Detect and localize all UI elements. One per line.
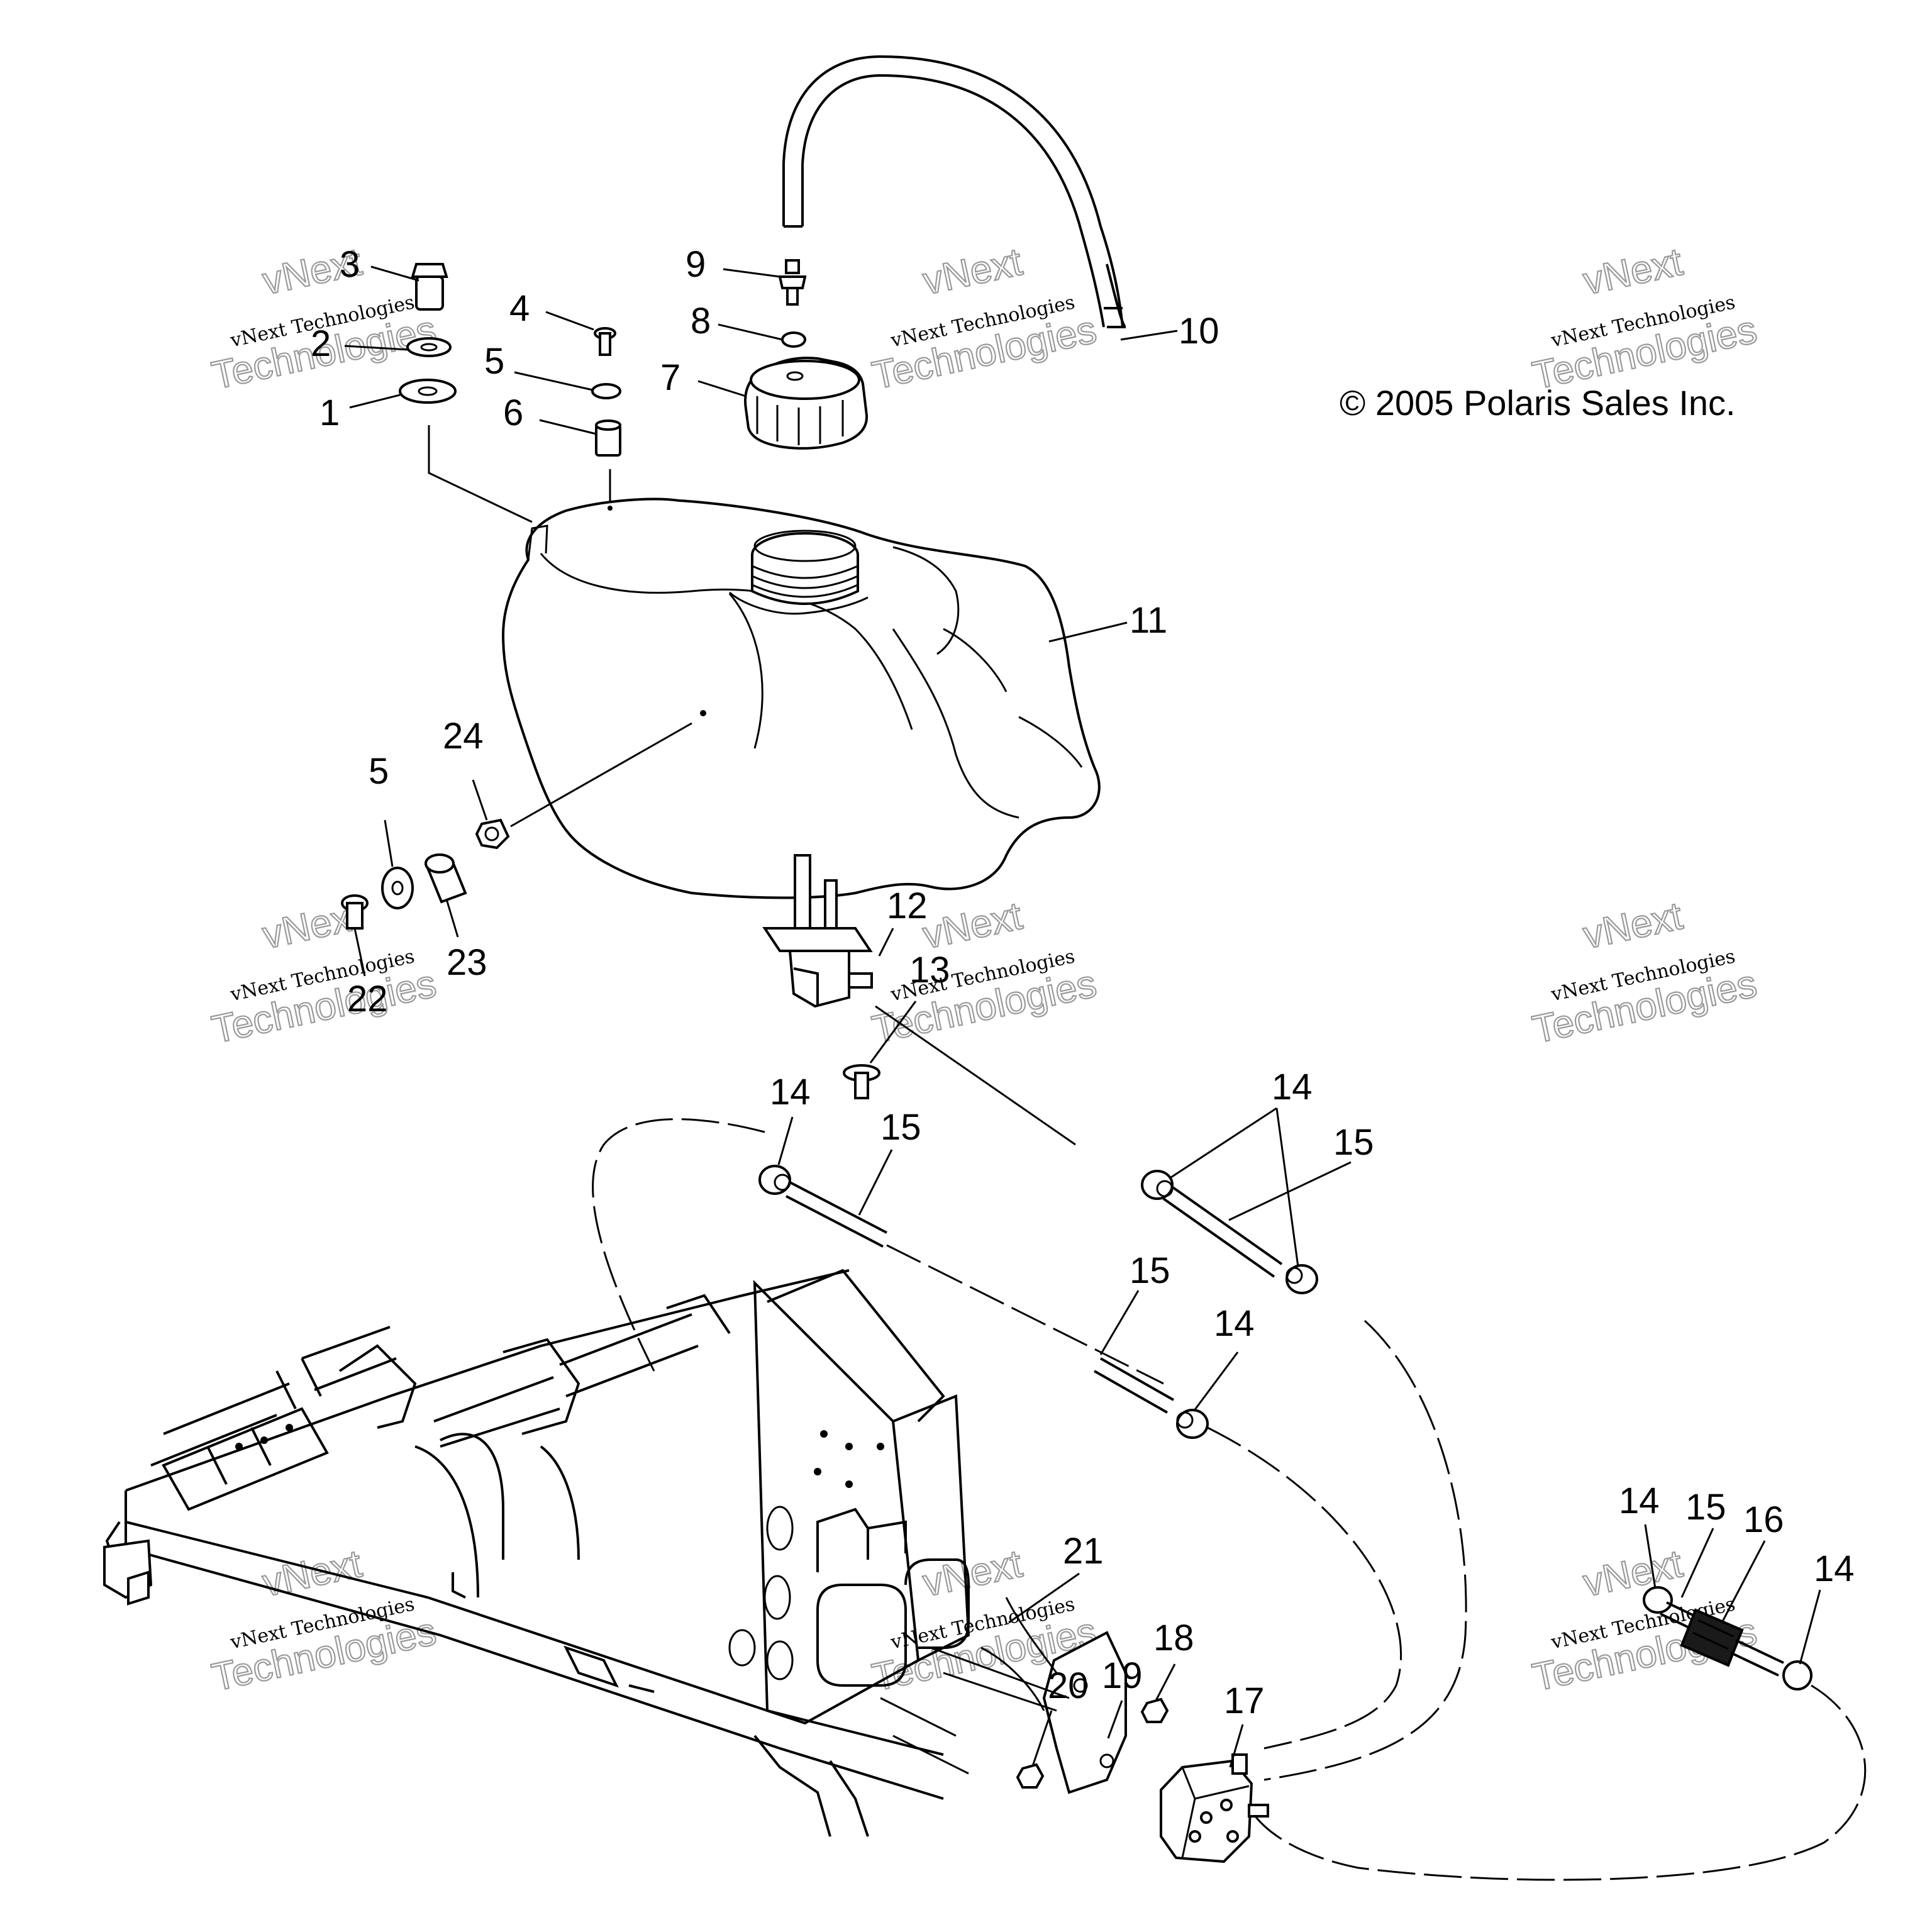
callout-17: 17 [1224,1680,1265,1721]
callout-3: 3 [340,244,360,285]
callout-16: 16 [1743,1499,1784,1540]
svg-text:vNext: vNext [1580,894,1686,957]
vehicle-frame [103,1269,1070,1837]
assembly-line-1 [428,425,533,523]
watermark-top-right: vNext vNext Technologies Technologies [1528,240,1762,399]
washer-part-2 [406,337,452,357]
callout-8: 8 [691,301,711,341]
grommet-part-8 [781,331,806,348]
clamp-part-14-b [1141,1170,1174,1200]
callout-1: 1 [319,392,340,433]
callout-13: 13 [909,950,950,991]
callout-7: 7 [660,357,680,398]
clamp-part-14-d [1643,1586,1673,1614]
bolt-part-22 [341,894,369,930]
callout-14-b: 14 [1272,1067,1313,1108]
svg-text:vNext: vNext [1580,240,1686,303]
bushing-part-23 [425,853,467,904]
bolt-part-3 [411,263,448,311]
callout-15-d: 15 [1685,1487,1726,1528]
callout-14-d: 14 [1619,1480,1660,1521]
vent-valve-part-9 [778,259,807,306]
callout-14-e: 14 [1814,1548,1855,1589]
watermark-mid-right: vNext vNext Technologies Technologies [1528,894,1762,1053]
callout-5-top: 5 [484,341,504,382]
fuel-tank-part-11 [501,497,1101,899]
washer-part-5-rear [381,867,414,909]
fuel-line-right-loop [1263,1319,1467,1781]
screw-part-18 [1140,1697,1169,1723]
callout-23: 23 [447,942,487,983]
svg-text:vNext: vNext [919,894,1026,957]
clamp-part-14-b2 [1285,1264,1318,1294]
fuel-line-to-pump [1207,1426,1402,1750]
callout-12: 12 [887,886,928,926]
clamp-part-14-c [1176,1409,1209,1439]
callout-10: 10 [1179,311,1219,352]
fuel-filter-part-16 [1680,1608,1744,1667]
fuel-line-left-loop [592,1118,765,1372]
hose-part-15-b [1162,1185,1283,1278]
callout-9: 9 [686,244,706,285]
svg-text:vNext: vNext [919,1542,1026,1605]
assembly-line-24 [510,722,692,828]
fuel-pump-part-17 [1160,1753,1269,1863]
callout-14-c: 14 [1214,1303,1255,1344]
svg-text:vNext: vNext [919,240,1026,303]
vent-hose [782,55,1127,328]
nut-part-20 [1016,1763,1045,1789]
callout-14-a: 14 [770,1072,811,1113]
assembly-line-12 [875,1005,1076,1146]
fuel-valve-part-12 [762,854,873,1008]
hose-part-15-c [1094,1357,1174,1414]
copyright-notice: © 2005 Polaris Sales Inc. [1340,383,1736,423]
leader-lines [344,265,1821,1768]
callout-labels: 3 2 1 4 5 6 9 8 7 10 11 24 5 23 22 12 13… [311,244,1855,1721]
callout-19: 19 [1102,1655,1143,1696]
washer-part-1 [399,379,457,404]
fuel-cap-part-7 [744,357,869,450]
watermark-top-center: vNext vNext Technologies Technologies [868,240,1101,399]
hose-part-15-e [1730,1639,1784,1677]
callout-11: 11 [1130,600,1167,641]
bracket-part-19 [1042,1631,1127,1794]
hose-part-15-a [786,1181,887,1248]
callout-24: 24 [443,716,484,757]
callout-2: 2 [311,323,331,364]
callout-18: 18 [1153,1618,1194,1658]
clamp-part-14-a [758,1165,791,1195]
callout-20: 20 [1048,1665,1089,1706]
callout-15-c: 15 [1130,1250,1170,1291]
watermark-bottom-left: vNext vNext Technologies Technologies [208,1541,441,1701]
spacer-part-6 [595,419,621,457]
callout-4: 4 [509,288,530,329]
callout-15-b: 15 [1333,1122,1374,1163]
callout-6: 6 [503,392,523,433]
screw-part-13 [843,1064,880,1099]
callout-22: 22 [347,979,388,1019]
watermark-top-left: vNext vNext Technologies Technologies [208,240,441,399]
nut-part-24 [475,818,510,850]
callout-21: 21 [1063,1531,1104,1572]
callout-15-a: 15 [880,1107,921,1148]
fuel-line-center [886,1244,1164,1385]
watermark-bottom-right: vNext vNext Technologies Technologies [1528,1541,1762,1701]
washer-part-5 [591,383,621,399]
fuel-line-filter-outlet [1250,1684,1867,1881]
callout-5-rear: 5 [369,751,389,792]
clamp-part-14-e [1782,1660,1813,1690]
svg-text:vNext: vNext [259,1542,365,1605]
screw-part-4 [594,327,616,356]
